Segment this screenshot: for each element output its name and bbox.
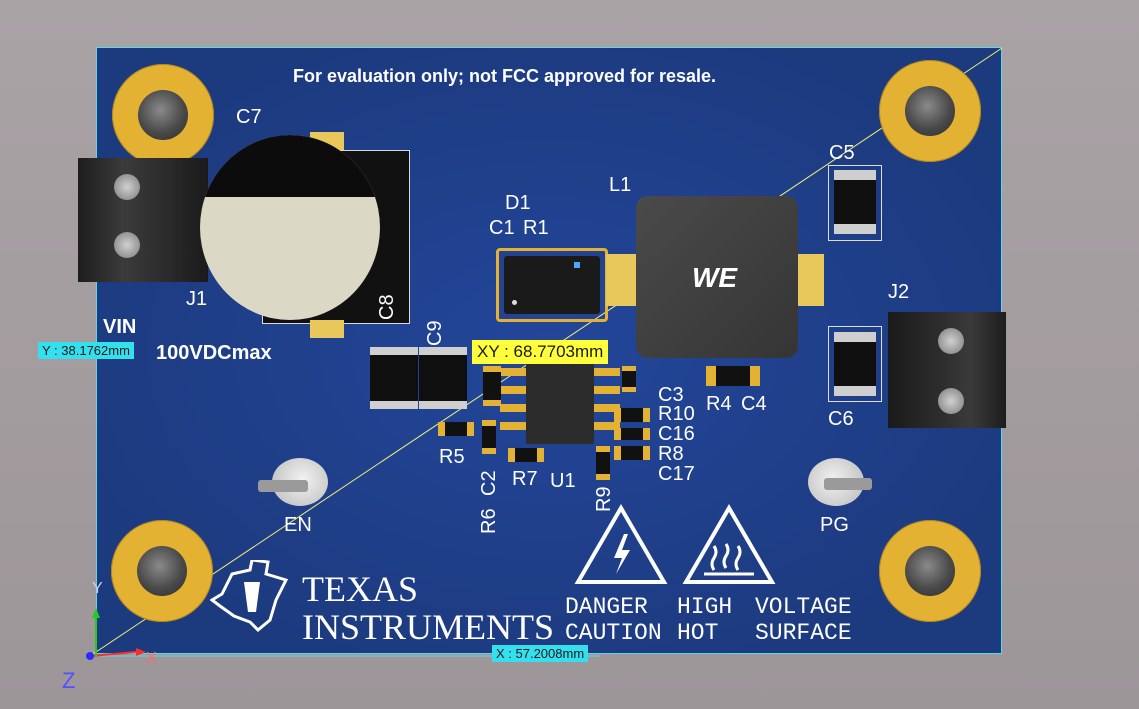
axis-y-label: Y [92, 580, 103, 597]
passive-r5[interactable] [438, 422, 474, 436]
refdes-c5: C5 [829, 142, 855, 164]
passive-r7[interactable] [508, 448, 544, 462]
warning-surface: SURFACE [755, 620, 852, 646]
diode-d1[interactable] [504, 256, 600, 314]
refdes-r10: R10 [658, 403, 695, 425]
pg-label: PG [820, 514, 849, 536]
passive-c3[interactable] [622, 366, 636, 392]
warning-voltage: VOLTAGE [755, 594, 852, 620]
terminal-block-j1[interactable] [78, 158, 208, 282]
refdes-d1: D1 [505, 192, 531, 214]
passive-c2[interactable] [482, 420, 496, 454]
y-measurement-readout: Y : 38.1762mm [38, 342, 134, 359]
l1-pad [794, 254, 824, 306]
refdes-c8: C8 [376, 294, 398, 320]
c6-outline [828, 326, 882, 402]
refdes-c4: C4 [741, 393, 767, 415]
ti-logo-line1: Texas [302, 569, 418, 609]
refdes-c17: C17 [658, 463, 695, 485]
passive-c1[interactable] [483, 366, 501, 406]
capacitor-c7[interactable] [200, 135, 380, 320]
refdes-r1: R1 [523, 217, 549, 239]
terminal-block-j2[interactable] [888, 312, 1006, 428]
eval-notice: For evaluation only; not FCC approved fo… [293, 66, 717, 86]
axis-z-label: Z [62, 668, 76, 693]
warning-high: HIGH [677, 594, 733, 620]
passive-r8[interactable] [614, 446, 650, 460]
refdes-r4: R4 [706, 393, 732, 415]
vin-rating-label: 100VDCmax [156, 342, 272, 364]
capacitor-c8[interactable] [370, 347, 418, 409]
screw-icon [938, 388, 964, 414]
refdes-c16: C16 [658, 423, 695, 445]
passive-r9[interactable] [596, 446, 610, 480]
vin-label: VIN [103, 316, 137, 338]
axis-x-label: X [146, 650, 157, 667]
refdes-j1: J1 [186, 288, 208, 310]
refdes-c9: C9 [424, 320, 446, 346]
passive-r4-c4[interactable] [706, 366, 760, 386]
refdes-r8: R8 [658, 443, 684, 465]
refdes-c7: C7 [236, 106, 262, 128]
refdes-l1: L1 [609, 174, 632, 196]
axis-gizmo-icon [86, 608, 146, 660]
warning-danger: DANGER [565, 594, 648, 620]
warning-hot: HOT [677, 620, 719, 646]
screw-icon [114, 174, 140, 200]
ti-logo-icon [210, 560, 289, 633]
en-label: EN [284, 514, 312, 536]
c5-outline [828, 165, 882, 241]
test-point-pg[interactable] [808, 458, 872, 506]
refdes-j2: J2 [888, 281, 910, 303]
refdes-r7: R7 [512, 468, 538, 490]
refdes-r5: R5 [439, 446, 465, 468]
passive-c16[interactable] [614, 428, 650, 440]
warning-caution: CAUTION [565, 620, 662, 646]
refdes-u1: U1 [550, 470, 576, 492]
screw-icon [114, 232, 140, 258]
ic-u1[interactable] [526, 362, 594, 444]
screw-icon [938, 328, 964, 354]
mounting-hole-top-left [112, 64, 214, 166]
high-voltage-warning-icon [574, 504, 668, 584]
we-logo: WE [692, 262, 738, 293]
passive-r10[interactable] [614, 408, 650, 422]
xy-measurement-readout: XY : 68.7703mm [472, 340, 609, 364]
capacitor-c5[interactable] [834, 170, 876, 234]
l1-pad [606, 254, 636, 306]
refdes-c2: C2 [478, 470, 500, 496]
x-measurement-readout: X : 57.2008mm [492, 645, 589, 662]
ti-logo-line2: Instruments [302, 607, 555, 647]
mounting-hole-bottom-left [111, 520, 213, 622]
capacitor-c9[interactable] [419, 347, 467, 409]
mounting-hole-bottom-right [879, 520, 981, 622]
refdes-r6: R6 [478, 508, 500, 534]
c7-pad [310, 320, 344, 338]
refdes-c3: C3 [658, 384, 684, 406]
refdes-c1: C1 [489, 217, 515, 239]
refdes-c6: C6 [828, 408, 854, 430]
capacitor-c6[interactable] [834, 332, 876, 396]
inductor-l1[interactable]: WE [636, 196, 798, 358]
test-point-en[interactable] [258, 458, 328, 506]
hot-surface-warning-icon [682, 504, 776, 584]
mounting-hole-top-right [879, 60, 981, 162]
